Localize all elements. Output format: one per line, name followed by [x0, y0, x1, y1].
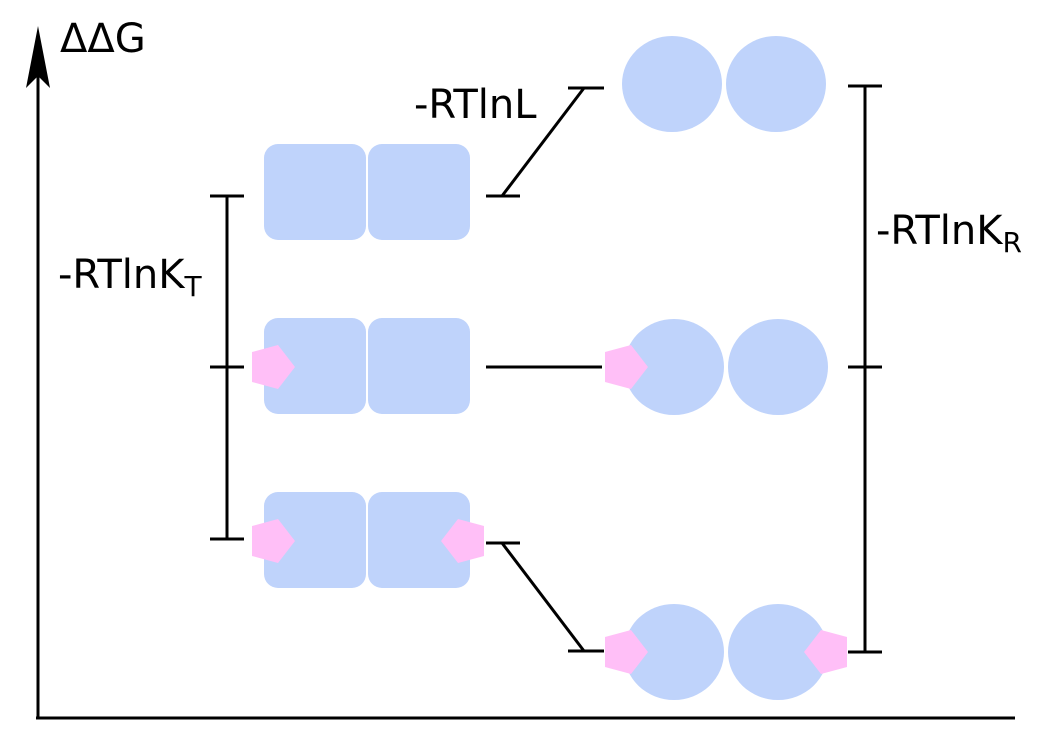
axes: ΔΔG — [26, 16, 1015, 720]
t0-subunit-left — [264, 144, 366, 240]
kr-label-main: -RTlnK — [876, 208, 1004, 254]
t-state-2 — [252, 492, 484, 588]
t0-r0-connector — [500, 87, 586, 197]
r-state-2 — [605, 604, 847, 700]
r2-ligand-left — [605, 630, 648, 674]
r1-subunit-right — [728, 319, 828, 415]
kt-label: -RTlnKT — [58, 252, 202, 303]
connectors — [486, 86, 604, 653]
kt-bracket — [210, 194, 244, 541]
kr-label-subscript: R — [1002, 226, 1021, 259]
kr-bracket — [848, 84, 882, 654]
t0-subunit-right — [368, 144, 470, 240]
r-state-1 — [605, 319, 828, 415]
l-label: -RTlnL — [414, 82, 537, 128]
t1-subunit-left — [264, 318, 366, 414]
t2-subunit-right — [368, 492, 470, 588]
t-state-0 — [264, 144, 470, 240]
r0-subunit-left — [622, 36, 722, 132]
r1-subunit-left — [624, 319, 724, 415]
t-state-1 — [252, 318, 470, 414]
y-axis-label: ΔΔG — [60, 16, 146, 62]
kr-label: -RTlnKR — [876, 208, 1022, 259]
r1-ligand — [605, 345, 648, 389]
r0-subunit-right — [726, 36, 826, 132]
r2-ligand-right — [804, 630, 847, 674]
r2-subunit-left — [624, 604, 724, 700]
t1-subunit-right — [368, 318, 470, 414]
t1-ligand — [252, 345, 295, 389]
t2-r2-connector — [500, 542, 586, 652]
t2-ligand-right — [441, 519, 484, 563]
r2-subunit-right — [728, 604, 828, 700]
kt-label-main: -RTlnK — [58, 252, 186, 298]
t2-subunit-left — [264, 492, 366, 588]
y-axis-arrowhead — [26, 26, 50, 88]
kt-label-subscript: T — [183, 270, 202, 303]
r-state-0 — [622, 36, 826, 132]
t2-ligand-left — [252, 519, 295, 563]
